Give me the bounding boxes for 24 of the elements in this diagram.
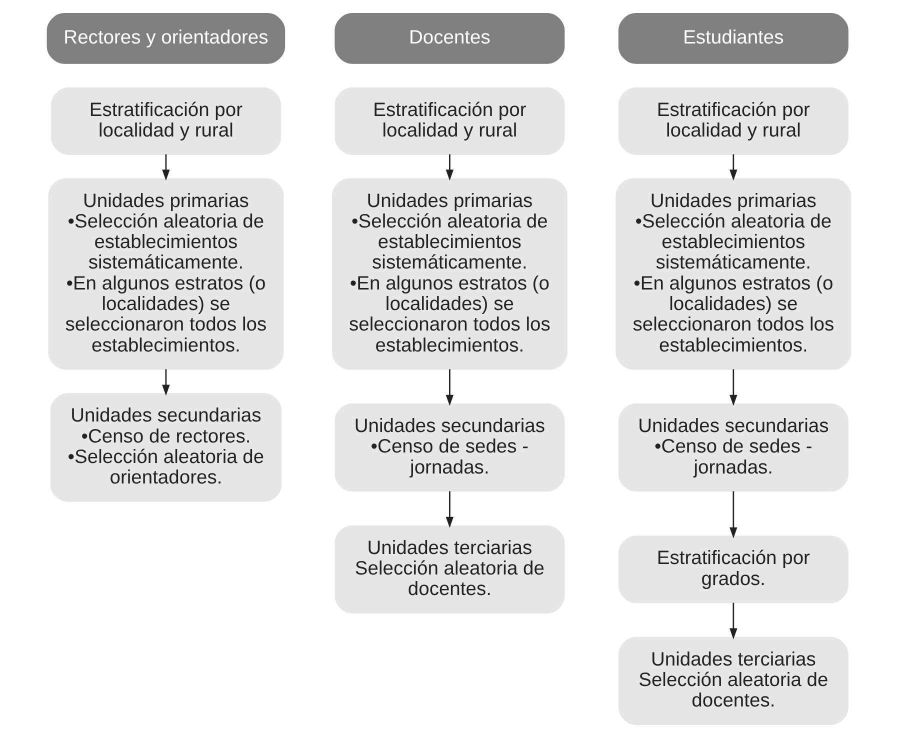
- arrow: [729, 369, 737, 406]
- node-box: Unidades primarias •Selección aleatoria de establecimientos sistemáticamente. •En algunos estratos (o localidades) se seleccionaron todos los establecimientos.: [48, 178, 284, 370]
- node-box: Unidades terciarias Selección aleatoria de docentes.: [618, 636, 848, 726]
- node-box: Rectores y orientadores: [46, 12, 285, 64]
- arrow: [162, 369, 170, 396]
- node-box: Unidades primarias •Selección aleatoria de establecimientos sistemáticamente. •En algunos estratos (o localidades) se seleccionaron todos los establecimientos.: [615, 178, 851, 370]
- arrow: [729, 491, 737, 538]
- node-box: Estratificación por localidad y rural: [50, 87, 280, 155]
- node-box: Unidades secundarias •Censo de rectores. •Selección aleatoria de orientadores.: [50, 393, 282, 502]
- node-box: Estratificación por grados.: [618, 536, 848, 604]
- arrow: [162, 154, 170, 181]
- node-box: Estratificación por localidad y rural: [618, 87, 848, 155]
- arrow: [729, 154, 737, 181]
- arrow: [445, 369, 454, 406]
- node-box: Unidades secundarias •Censo de sedes - jornadas.: [334, 403, 564, 492]
- arrow: [729, 602, 737, 640]
- node-box: Docentes: [334, 12, 564, 64]
- node-box: Estudiantes: [618, 12, 848, 64]
- arrow: [445, 154, 454, 181]
- node-box: Unidades secundarias •Censo de sedes - jornadas.: [618, 403, 848, 492]
- node-box: Unidades primarias •Selección aleatoria de establecimientos sistemáticamente. •En algunos estratos (o localidades) se seleccionaron todos los establecimientos.: [331, 178, 567, 370]
- arrow: [445, 491, 454, 528]
- node-box: Estratificación por localidad y rural: [334, 87, 564, 155]
- node-box: Unidades terciarias Selección aleatoria de docentes.: [334, 525, 564, 614]
